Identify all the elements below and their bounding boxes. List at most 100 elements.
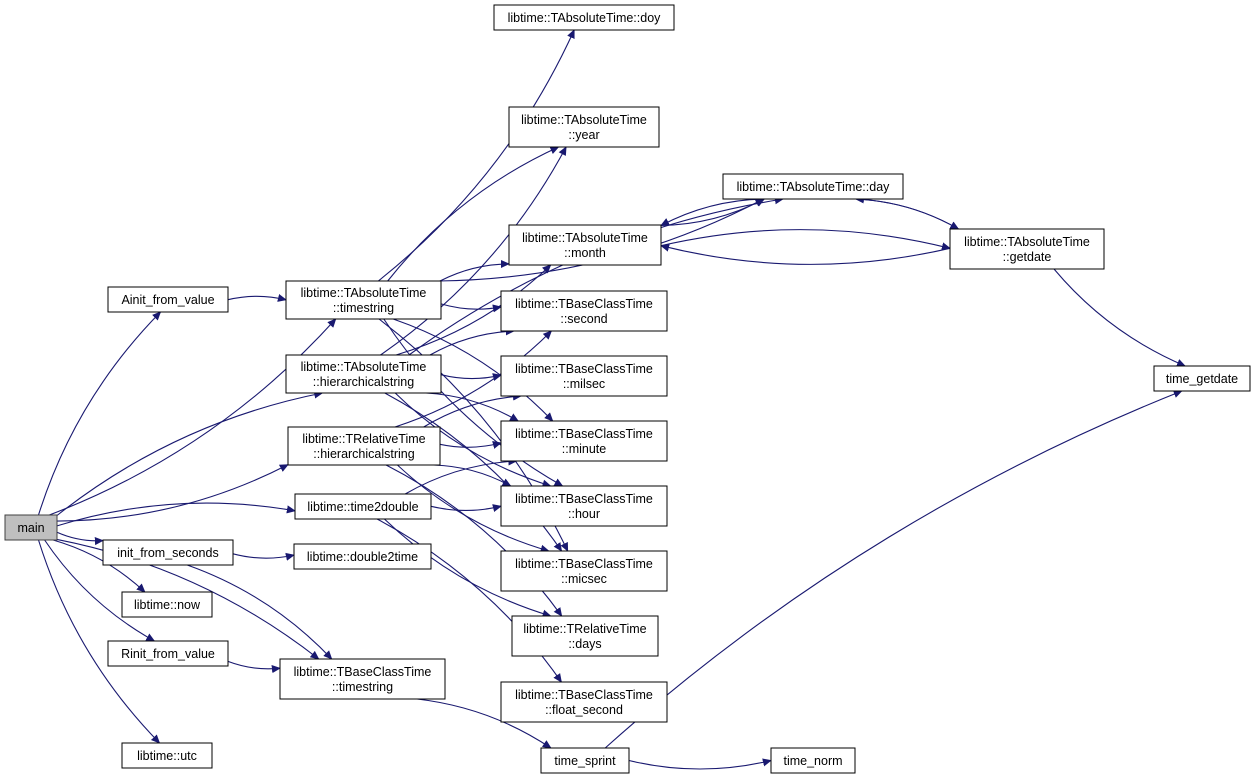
edge-main-to-bct_timestring (56, 538, 320, 660)
edge-time2double-to-hour (430, 504, 502, 513)
edge-getdate-to-day (854, 195, 959, 230)
node-time2double-label-0: libtime::time2double (307, 500, 418, 514)
node-milsec-box[interactable] (500, 355, 668, 397)
node-at_hier-label-1: ::hierarchicalstring (313, 375, 414, 389)
node-year[interactable]: libtime::TAbsoluteTime::year (508, 106, 660, 148)
node-rinit-box[interactable] (107, 640, 229, 667)
node-double2time-label-0: libtime::double2time (307, 550, 418, 564)
node-time_getdate-box[interactable] (1153, 365, 1251, 392)
edge-at_timestring-to-year (387, 146, 560, 282)
edge-at_timestring-to-hour (383, 318, 564, 487)
edge-main-to-rinit (44, 539, 156, 642)
node-ainit[interactable]: Ainit_from_value (107, 286, 229, 313)
node-ainit-box[interactable] (107, 286, 229, 313)
node-time_sprint-label-0: time_sprint (554, 754, 616, 768)
edge-at_hier-to-second (429, 327, 515, 356)
node-now-box[interactable] (121, 591, 213, 618)
node-hour-label-0: libtime::TBaseClassTime (515, 492, 653, 506)
node-month-box[interactable] (508, 224, 662, 266)
node-utc[interactable]: libtime::utc (121, 742, 213, 769)
edge-day-to-month (660, 198, 765, 226)
node-month-label-0: libtime::TAbsoluteTime (522, 231, 648, 245)
node-minute-box[interactable] (500, 420, 668, 462)
node-hour[interactable]: libtime::TBaseClassTime::hour (500, 485, 668, 527)
node-at_hier[interactable]: libtime::TAbsoluteTime::hierarchicalstri… (285, 354, 442, 394)
node-now[interactable]: libtime::now (121, 591, 213, 618)
node-utc-box[interactable] (121, 742, 213, 769)
node-day[interactable]: libtime::TAbsoluteTime::day (722, 173, 904, 200)
node-days-box[interactable] (511, 615, 659, 657)
node-getdate-box[interactable] (949, 228, 1105, 270)
node-time_norm-label-0: time_norm (783, 754, 842, 768)
node-milsec-label-1: ::milsec (563, 377, 605, 391)
node-milsec[interactable]: libtime::TBaseClassTime::milsec (500, 355, 668, 397)
node-rinit[interactable]: Rinit_from_value (107, 640, 229, 667)
node-minute-label-0: libtime::TBaseClassTime (515, 427, 653, 441)
node-main[interactable]: main (4, 514, 58, 541)
edge-at_hier-to-month (395, 264, 552, 356)
node-float_second[interactable]: libtime::TBaseClassTime::float_second (500, 681, 668, 723)
node-rt_hier[interactable]: libtime::TRelativeTime::hierarchicalstri… (287, 426, 441, 466)
node-double2time-box[interactable] (293, 543, 432, 570)
edge-time_sprint-to-time_norm (628, 758, 772, 770)
node-at_timestring-box[interactable] (285, 280, 442, 320)
node-float_second-box[interactable] (500, 681, 668, 723)
node-initsec[interactable]: init_from_seconds (102, 539, 234, 566)
edge-main-to-initsec (56, 531, 104, 546)
node-year-box[interactable] (508, 106, 660, 148)
node-bct_timestring-label-0: libtime::TBaseClassTime (294, 665, 432, 679)
node-second[interactable]: libtime::TBaseClassTime::second (500, 290, 668, 332)
node-days[interactable]: libtime::TRelativeTime::days (511, 615, 659, 657)
edge-main-to-utc (37, 539, 161, 744)
node-hour-box[interactable] (500, 485, 668, 527)
edge-at_hier-to-year (380, 146, 567, 356)
node-time_norm-box[interactable] (770, 747, 856, 774)
node-micsec-box[interactable] (500, 550, 668, 592)
node-float_second-label-1: ::float_second (545, 703, 623, 717)
node-minute[interactable]: libtime::TBaseClassTime::minute (500, 420, 668, 462)
node-year-label-1: ::year (568, 128, 599, 142)
node-doy[interactable]: libtime::TAbsoluteTime::doy (493, 4, 675, 31)
node-rt_hier-box[interactable] (287, 426, 441, 466)
nodes-layer: mainAinit_from_valueinit_from_secondslib… (4, 4, 1251, 774)
edge-time2double-to-minute (404, 457, 518, 495)
node-initsec-label-0: init_from_seconds (117, 546, 218, 560)
edge-rt_hier-to-milsec (423, 392, 522, 428)
node-time_norm[interactable]: time_norm (770, 747, 856, 774)
node-utc-label-0: libtime::utc (137, 749, 197, 763)
node-milsec-label-0: libtime::TBaseClassTime (515, 362, 653, 376)
edge-time_sprint-to-time_getdate (604, 390, 1183, 749)
node-time_getdate-label-0: time_getdate (1166, 372, 1238, 386)
node-at_timestring[interactable]: libtime::TAbsoluteTime::timestring (285, 280, 442, 320)
node-bct_timestring-label-1: ::timestring (332, 680, 393, 694)
node-month[interactable]: libtime::TAbsoluteTime::month (508, 224, 662, 266)
edge-rt_hier-to-hour (433, 464, 512, 487)
node-time2double[interactable]: libtime::time2double (294, 493, 432, 520)
node-time_getdate[interactable]: time_getdate (1153, 365, 1251, 392)
node-rt_hier-label-1: ::hierarchicalstring (313, 447, 414, 461)
node-second-box[interactable] (500, 290, 668, 332)
node-float_second-label-0: libtime::TBaseClassTime (515, 688, 653, 702)
node-micsec-label-1: ::micsec (561, 572, 607, 586)
node-time2double-box[interactable] (294, 493, 432, 520)
edge-bct_timestring-to-time_sprint (417, 698, 552, 749)
node-bct_timestring-box[interactable] (279, 658, 446, 700)
node-doy-box[interactable] (493, 4, 675, 31)
node-micsec[interactable]: libtime::TBaseClassTime::micsec (500, 550, 668, 592)
edge-at_hier-to-micsec (384, 392, 563, 552)
node-double2time[interactable]: libtime::double2time (293, 543, 432, 570)
node-day-box[interactable] (722, 173, 904, 200)
node-time_sprint-box[interactable] (540, 747, 630, 774)
edge-getdate-to-month (660, 243, 951, 265)
node-bct_timestring[interactable]: libtime::TBaseClassTime::timestring (279, 658, 446, 700)
node-second-label-0: libtime::TBaseClassTime (515, 297, 653, 311)
node-doy-label-0: libtime::TAbsoluteTime::doy (508, 11, 662, 25)
node-getdate[interactable]: libtime::TAbsoluteTime::getdate (949, 228, 1105, 270)
node-rinit-label-0: Rinit_from_value (121, 647, 215, 661)
edge-time2double-to-float_second (376, 518, 562, 683)
node-time_sprint[interactable]: time_sprint (540, 747, 630, 774)
node-main-box[interactable] (4, 514, 58, 541)
node-at_hier-box[interactable] (285, 354, 442, 394)
node-initsec-box[interactable] (102, 539, 234, 566)
